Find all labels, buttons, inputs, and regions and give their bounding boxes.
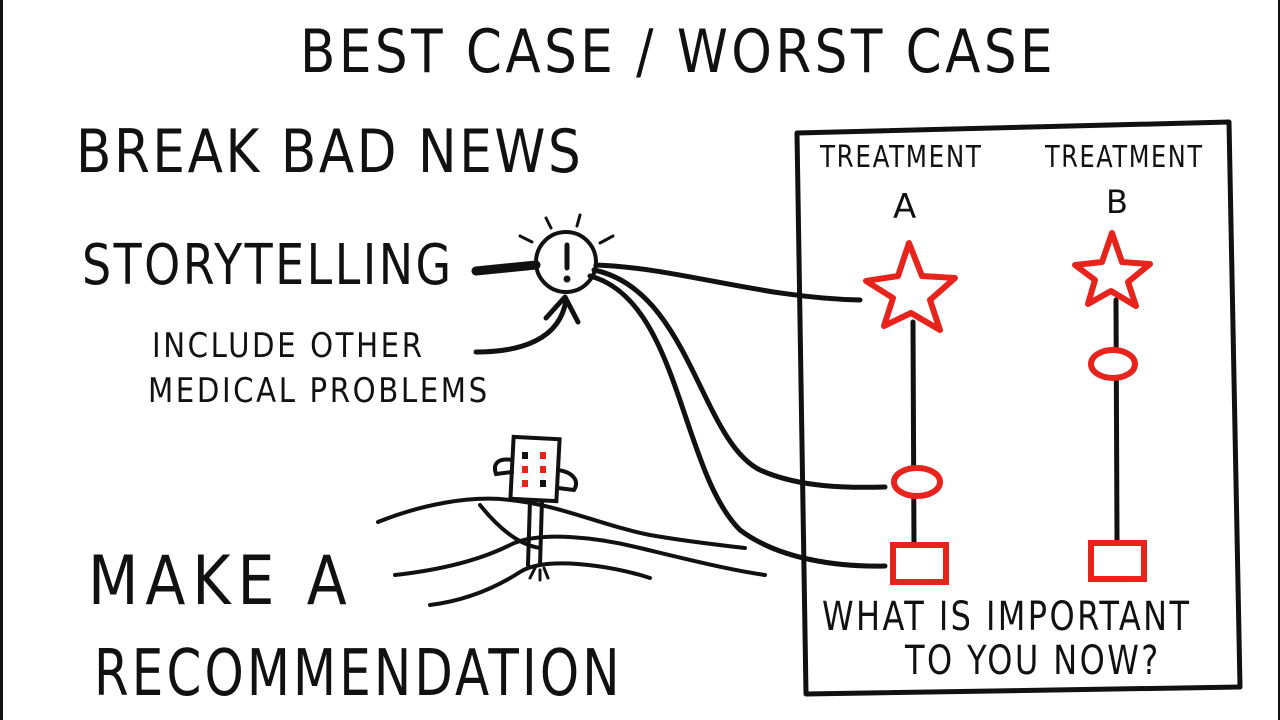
- signpost-icon: [493, 434, 578, 582]
- oval-marker-icon: [1088, 347, 1138, 381]
- step-recommend-line1: MAKE A: [88, 542, 354, 621]
- box-marker-icon: [890, 542, 949, 585]
- question-line2: TO YOU NOW?: [905, 638, 1161, 684]
- star-icon: [863, 240, 958, 333]
- treatment-a-letter: A: [893, 187, 917, 227]
- treatment-panel-frame: [794, 119, 1243, 697]
- oval-marker-icon: [891, 465, 943, 499]
- timeline-b: [1113, 297, 1120, 543]
- include-note-line2: MEDICAL PROBLEMS: [148, 371, 490, 411]
- winding-path-drawing: [376, 496, 767, 607]
- treatment-b-label: TREATMENT: [1045, 140, 1204, 175]
- page-title: BEST CASE / WORST CASE: [300, 17, 1057, 87]
- include-arrow: [473, 294, 581, 355]
- star-icon: [1072, 230, 1153, 309]
- include-note-line1: INCLUDE OTHER: [152, 326, 425, 366]
- box-marker-icon: [1088, 540, 1147, 582]
- treatment-a-label: TREATMENT: [820, 140, 983, 175]
- step-break-bad-news: BREAK BAD NEWS: [76, 117, 584, 187]
- outcome-connectors: [587, 262, 888, 569]
- timeline-a: [910, 319, 917, 551]
- question-line1: WHAT IS IMPORTANT: [822, 594, 1192, 640]
- step-storytelling: STORYTELLING: [82, 233, 454, 298]
- storytelling-connector: [471, 260, 541, 276]
- treatment-b-letter: B: [1106, 183, 1128, 221]
- step-recommend-line2: RECOMMENDATION: [94, 637, 623, 711]
